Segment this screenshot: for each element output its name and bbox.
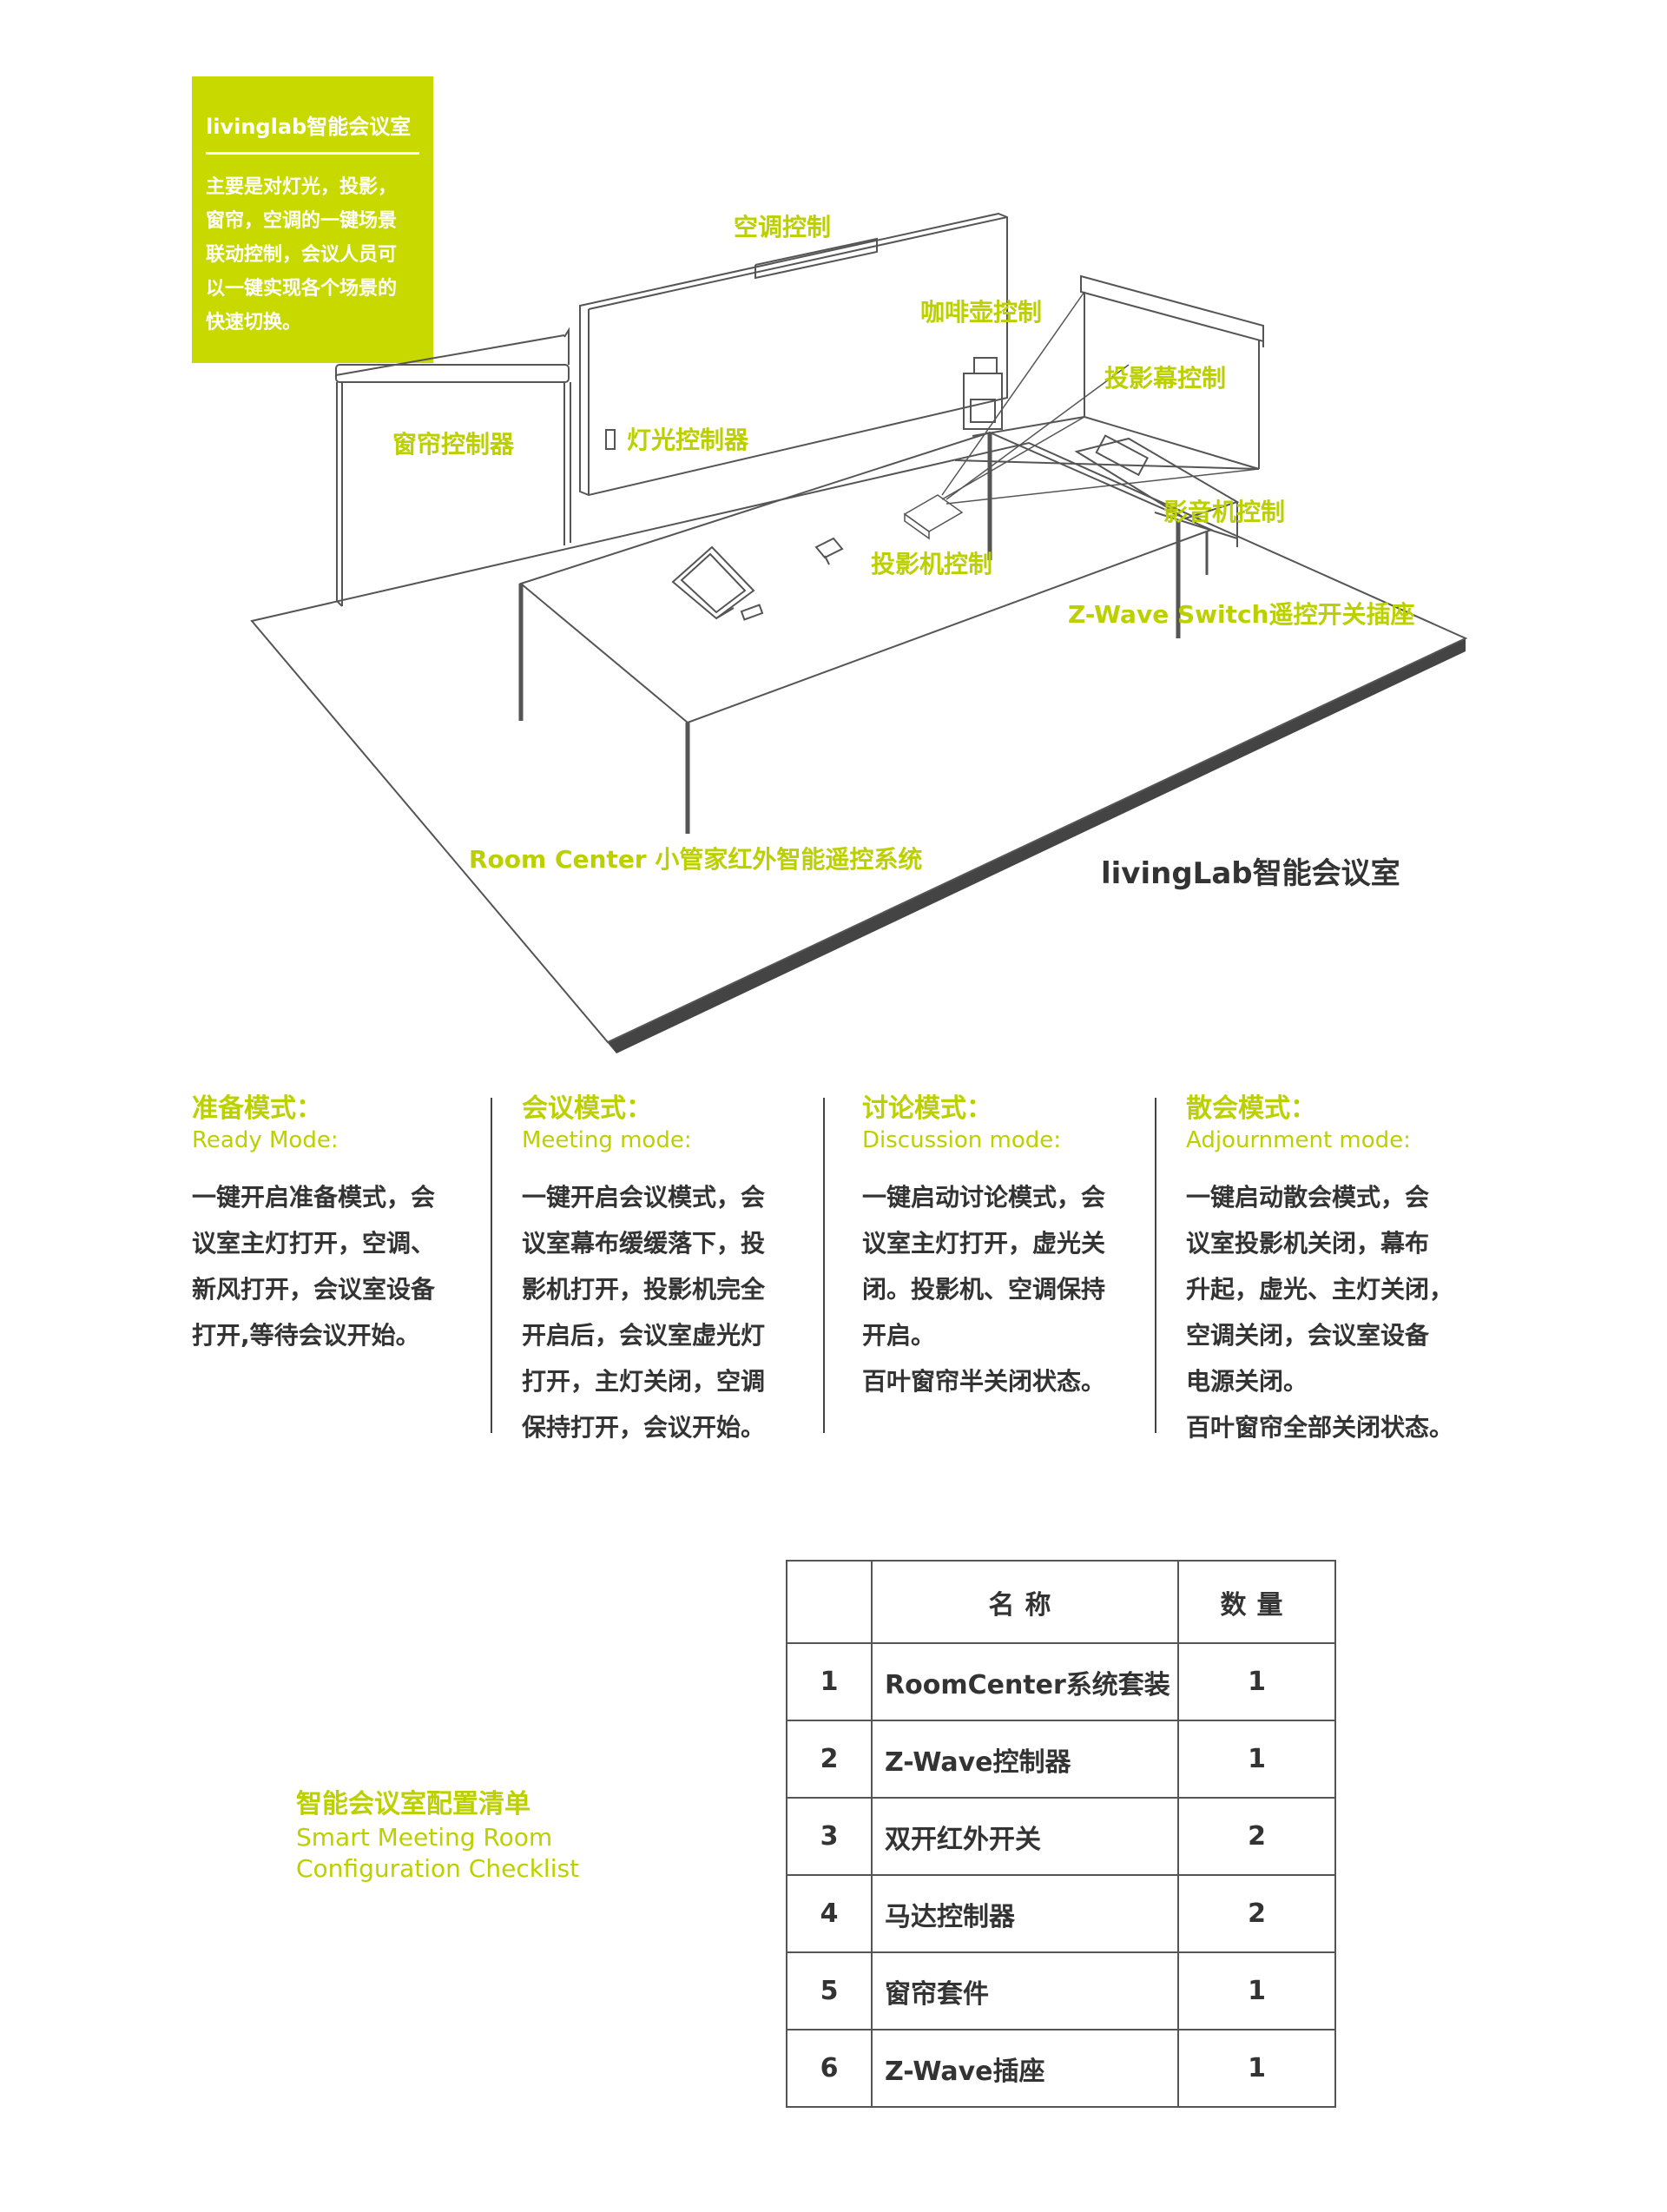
table-row: 4 马达控制器 2 [786,1874,1336,1953]
mode-title-en: Ready Mode: [192,1127,339,1153]
tablet [671,545,764,621]
ac-unit [754,237,878,280]
row-name: 马达控制器 [871,1874,1179,1953]
floor-front-edge [608,638,1466,1053]
coffee-pot [963,357,1003,430]
row-index: 4 [786,1874,873,1953]
row-name: 窗帘套件 [871,1951,1179,2030]
checklist-title-en-2: Configuration Checklist [296,1854,580,1883]
row-qty: 1 [1177,2029,1336,2108]
row-name: 双开红外开关 [871,1797,1179,1876]
header-index [786,1560,873,1644]
table-row: 6 Z-Wave插座 1 [786,2029,1336,2108]
mode-discussion: 讨论模式： Discussion mode: 一键启动讨论模式，会 议室主灯打开… [862,1093,1149,1404]
row-index: 2 [786,1720,873,1799]
label-av-control: 影音机控制 [1163,498,1286,526]
label-zwave-switch: Z-Wave Switch遥控开关插座 [1068,600,1415,629]
floor-top [250,441,1468,1044]
mode-adjournment: 散会模式： Adjournment mode: 一键启动散会模式，会 议室投影机… [1186,1093,1499,1450]
checklist-title-zh: 智能会议室配置清单 [296,1789,530,1819]
info-box-title: livinglab智能会议室 [206,115,412,139]
mode-title-zh: 讨论模式： [862,1093,992,1124]
label-light-controller: 灯光控制器 [627,426,749,454]
light-switch [605,429,616,450]
middle-wall-panel [579,212,1008,497]
mode-divider [1155,1098,1156,1433]
mode-meeting: 会议模式： Meeting mode: 一键开启会议模式，会 议室幕布缓缓落下，… [522,1093,808,1450]
row-qty: 1 [1177,1951,1336,2030]
mode-title-zh: 会议模式： [522,1093,652,1124]
row-qty: 2 [1177,1874,1336,1953]
row-qty: 1 [1177,1720,1336,1799]
mode-divider [823,1098,825,1433]
row-index: 6 [786,2029,873,2108]
row-index: 1 [786,1642,873,1721]
checklist-title: 智能会议室配置清单 Smart Meeting Room Configurati… [296,1787,579,1885]
info-box-description: 主要是对灯光，投影， 窗帘，空调的一键场景 联动控制，会议人员可 以一键实现各个… [206,175,398,333]
header-qty: 数量 [1177,1560,1336,1644]
mode-title-en: Discussion mode: [862,1127,1062,1153]
info-box: livinglab智能会议室 主要是对灯光，投影， 窗帘，空调的一键场景 联动控… [192,76,433,363]
mode-description: 一键开启会议模式，会 议室幕布缓缓落下，投 影机打开，投影机完全 开启后，会议室… [522,1183,766,1442]
mode-title-zh: 散会模式： [1186,1093,1316,1124]
mode-title-en: Adjournment mode: [1186,1127,1411,1153]
remote-device [814,537,844,565]
curtain-roller [335,364,570,383]
label-ac-control: 空调控制 [734,213,832,241]
row-name: Z-Wave插座 [871,2029,1179,2108]
mode-description: 一键启动讨论模式，会 议室主灯打开，虚光关 闭。投影机、空调保持 开启。 百叶窗… [862,1183,1106,1396]
mode-description: 一键启动散会模式，会 议室投影机关闭，幕布 升起，虚光、主灯关闭， 空调关闭，会… [1186,1183,1454,1442]
curtain-panel [335,327,571,607]
table-row: 1 RoomCenter系统套装 1 [786,1642,1336,1721]
av-cabinet [1074,434,1240,547]
table-row: 2 Z-Wave控制器 1 [786,1720,1336,1799]
label-curtain-controller: 窗帘控制器 [392,430,515,459]
row-name: RoomCenter系统套装 [871,1642,1179,1721]
meeting-room-illustration [250,212,1468,1053]
row-qty: 1 [1177,1642,1336,1721]
config-table: 名称 数量 1 RoomCenter系统套装 1 2 Z-Wave控制器 1 3… [786,1560,1336,2108]
mode-ready: 准备模式： Ready Mode: 一键开启准备模式，会 议室主灯打开，空调、 … [192,1093,478,1358]
checklist-title-en-1: Smart Meeting Room [296,1823,553,1852]
mode-divider [491,1098,492,1433]
projector [903,291,1260,540]
table-row: 5 窗帘套件 1 [786,1951,1336,2030]
table-header-row: 名称 数量 [786,1560,1336,1644]
mode-title-zh: 准备模式： [192,1093,322,1124]
header-name: 名称 [871,1560,1179,1644]
row-qty: 2 [1177,1797,1336,1876]
row-index: 3 [786,1797,873,1876]
label-room-center: Room Center 小管家红外智能遥控系统 [469,845,923,874]
mode-title-en: Meeting mode: [522,1127,692,1153]
mode-description: 一键开启准备模式，会 议室主灯打开，空调、 新风打开，会议室设备 打开,等待会议… [192,1183,436,1350]
label-screen-control: 投影幕控制 [1104,364,1227,393]
room-title: livingLab智能会议室 [1101,856,1400,891]
row-index: 5 [786,1951,873,2030]
table-row: 3 双开红外开关 2 [786,1797,1336,1876]
label-projector-control: 投影机控制 [871,550,993,578]
row-name: Z-Wave控制器 [871,1720,1179,1799]
info-box-divider [206,151,419,155]
label-coffee-control: 咖啡壶控制 [920,298,1043,327]
